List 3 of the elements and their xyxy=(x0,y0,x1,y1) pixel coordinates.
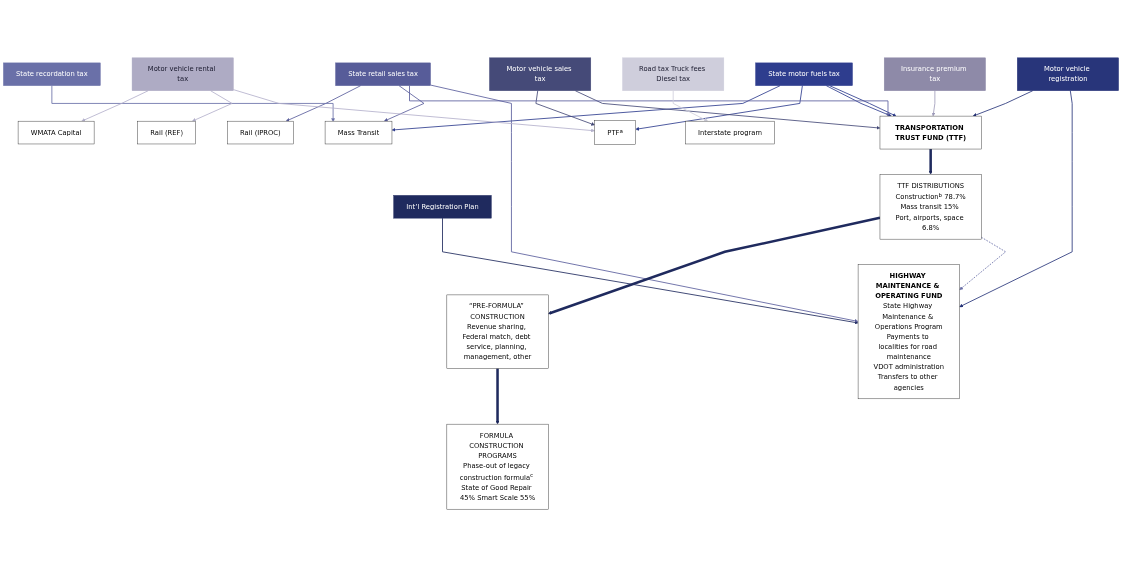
arrow xyxy=(495,368,500,425)
arrow xyxy=(928,149,933,175)
arrow xyxy=(548,216,881,315)
